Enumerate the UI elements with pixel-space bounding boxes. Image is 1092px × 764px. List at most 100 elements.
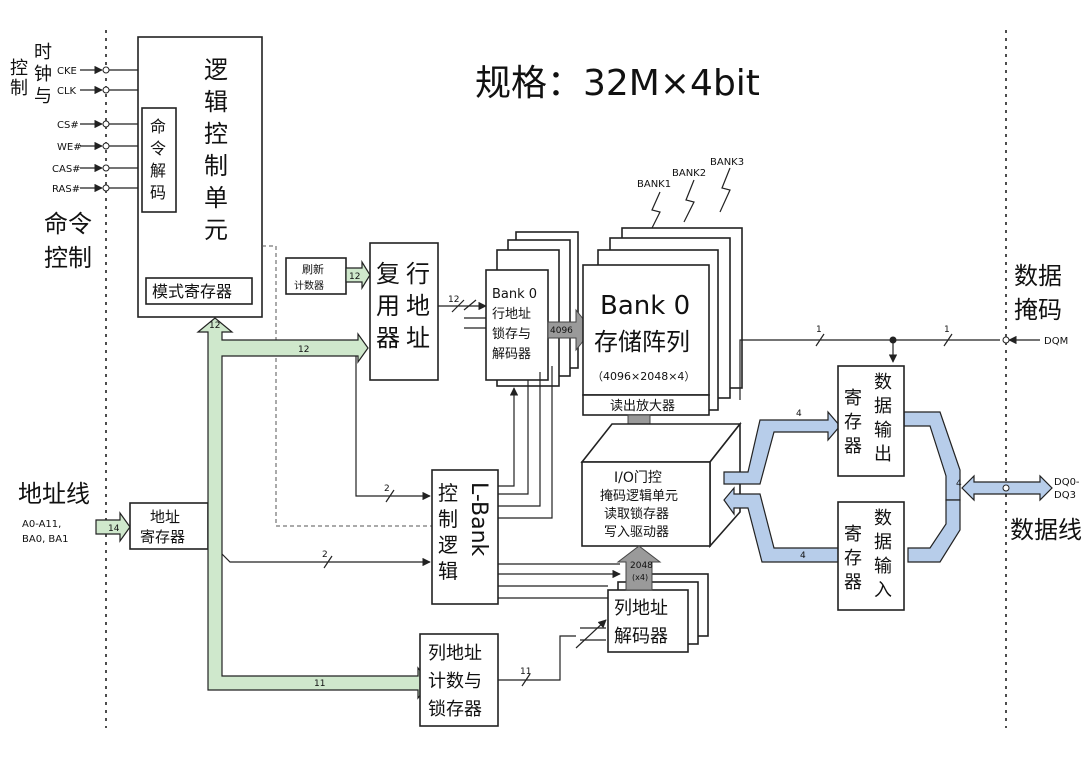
svg-text:L-Bank: L-Bank: [466, 482, 491, 557]
svg-text:地址: 地址: [150, 508, 180, 526]
clock-control-label: 控 制 时 钟 与: [10, 42, 52, 107]
dq-label-1: DQ0-: [1054, 477, 1080, 488]
svg-text:器: 器: [376, 324, 400, 352]
svg-text:读取锁存器: 读取锁存器: [604, 506, 669, 522]
svg-text:CLK: CLK: [57, 86, 77, 97]
dqm-line: 1 1: [739, 325, 1040, 400]
svg-text:解码器: 解码器: [492, 347, 531, 362]
svg-text:4096: 4096: [550, 326, 573, 336]
svg-text:掩码逻辑单元: 掩码逻辑单元: [600, 489, 678, 504]
svg-text:钟: 钟: [34, 64, 52, 85]
svg-text:与: 与: [34, 86, 52, 107]
svg-text:4: 4: [796, 409, 802, 419]
svg-text:(x4): (x4): [632, 573, 648, 582]
data-line-label: 数据线: [1010, 516, 1082, 544]
address-line-label: 地址线: [18, 480, 90, 508]
address-register: 地址 寄存器: [129, 502, 209, 550]
page-title: 规格：32M×4bit: [475, 63, 760, 104]
svg-text:逻: 逻: [204, 56, 228, 84]
svg-text:锁存器: 锁存器: [428, 699, 482, 720]
svg-text:输: 输: [874, 556, 892, 577]
svg-text:刷新: 刷新: [302, 262, 324, 276]
control-dashed-line: [262, 245, 432, 527]
col-to-io-arrow: 2048 (x4): [616, 545, 662, 591]
svg-text:12: 12: [349, 272, 360, 282]
svg-text:BANK3: BANK3: [710, 157, 744, 168]
data-output-register: 寄 存 器 数 据 输 出: [837, 365, 905, 477]
pin-we: WE#: [57, 141, 142, 153]
svg-text:辑: 辑: [204, 88, 228, 116]
svg-text:2048: 2048: [630, 561, 653, 571]
pin-ras: RAS#: [52, 183, 142, 195]
svg-text:制: 制: [438, 507, 458, 531]
memory-array-bank0: Bank 0 存储阵列 （4096×2048×4） 读出放大器: [582, 227, 743, 416]
svg-text:器: 器: [844, 436, 862, 457]
bank-labels: BANK1 BANK2 BANK3: [637, 157, 744, 233]
svg-text:逻: 逻: [438, 533, 458, 557]
svg-text:存: 存: [844, 548, 862, 569]
svg-text:时: 时: [34, 42, 52, 63]
address-pins-2: BA0, BA1: [22, 534, 68, 545]
dqm-label: DQM: [1044, 336, 1068, 347]
svg-text:计数器: 计数器: [294, 279, 324, 292]
svg-text:（4096×2048×4）: （4096×2048×4）: [592, 370, 695, 383]
data-output-path: 4: [723, 409, 961, 501]
command-decoder: 命 令 解 码: [141, 107, 177, 213]
svg-text:用: 用: [376, 292, 400, 320]
svg-text:CKE: CKE: [57, 66, 77, 77]
svg-text:控: 控: [438, 481, 458, 505]
svg-text:解: 解: [150, 161, 166, 180]
svg-text:Bank 0: Bank 0: [492, 287, 537, 302]
svg-text:令: 令: [150, 139, 166, 158]
svg-text:行地址: 行地址: [492, 307, 531, 322]
svg-text:制: 制: [10, 78, 28, 99]
svg-text:出: 出: [874, 444, 892, 465]
svg-text:14: 14: [108, 524, 120, 534]
svg-text:1: 1: [816, 325, 822, 335]
svg-text:入: 入: [874, 580, 892, 601]
address-input-arrow: 14: [95, 511, 131, 543]
refresh-arrow: 12: [345, 259, 371, 291]
svg-text:复: 复: [376, 260, 400, 288]
data-input-register: 寄 存 器 数 据 输 入: [837, 501, 905, 611]
svg-text:Bank 0: Bank 0: [600, 291, 690, 321]
svg-text:解码器: 解码器: [614, 626, 668, 647]
bank-control-lines: 2 2: [221, 356, 621, 599]
mode-register: 模式寄存器: [145, 277, 253, 305]
data-mask-label: 数据 掩码: [1014, 262, 1062, 324]
command-control-label: 命令 控制: [44, 210, 92, 272]
svg-text:命: 命: [150, 117, 166, 136]
svg-text:控: 控: [204, 120, 228, 148]
svg-text:址: 址: [406, 324, 430, 352]
svg-text:1: 1: [944, 325, 950, 335]
svg-text:输: 输: [874, 420, 892, 441]
svg-text:控制: 控制: [44, 244, 92, 272]
svg-text:CAS#: CAS#: [52, 164, 81, 175]
main-address-bus: 12 11 12: [196, 317, 431, 700]
dq-bus-arrow: 4: [956, 474, 1053, 502]
svg-text:寄存器: 寄存器: [140, 528, 185, 546]
svg-text:11: 11: [520, 667, 531, 677]
svg-text:计数与: 计数与: [428, 671, 482, 692]
svg-text:WE#: WE#: [57, 142, 82, 153]
svg-text:掩码: 掩码: [1014, 296, 1062, 324]
svg-text:模式寄存器: 模式寄存器: [152, 282, 232, 301]
io-gating-block: I/O门控 掩码逻辑单元 读取锁存器 写入驱动器: [580, 421, 742, 549]
svg-text:4: 4: [800, 551, 806, 561]
svg-text:12: 12: [298, 345, 309, 355]
svg-text:据: 据: [874, 532, 892, 553]
svg-text:单: 单: [204, 184, 228, 212]
svg-text:控: 控: [10, 58, 28, 79]
svg-text:命令: 命令: [44, 210, 92, 238]
svg-text:数据: 数据: [1014, 262, 1062, 290]
svg-text:RAS#: RAS#: [52, 184, 80, 195]
svg-text:存: 存: [844, 412, 862, 433]
svg-text:12: 12: [448, 295, 459, 305]
svg-text:CS#: CS#: [57, 120, 79, 131]
svg-text:11: 11: [314, 679, 325, 689]
bank-control-logic: 控 制 逻 辑 L-Bank: [431, 469, 499, 605]
dq-label-2: DQ3: [1054, 490, 1076, 501]
address-pins-1: A0-A11,: [22, 519, 61, 530]
svg-text:2: 2: [322, 550, 328, 560]
